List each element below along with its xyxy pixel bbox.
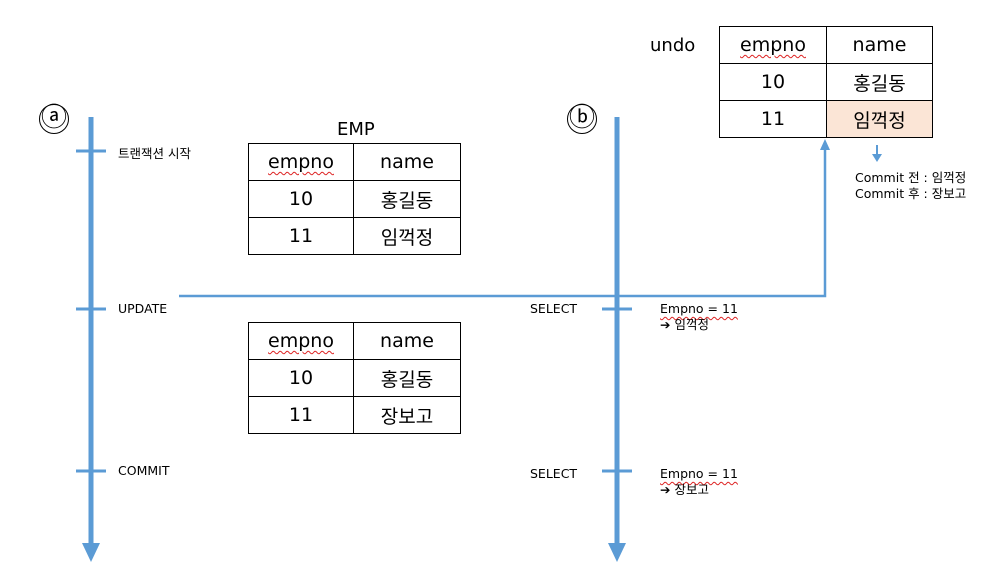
table-row: empno name — [719, 26, 933, 64]
table-row: 10 홍길동 — [719, 63, 933, 101]
timeline-b-arrowhead — [608, 543, 626, 562]
marker-a: ⓐ — [39, 103, 69, 134]
undo-note-line2: Commit 후 : 장보고 — [855, 186, 967, 201]
undo-table-title: undo — [650, 35, 696, 56]
table-cell: 홍길동 — [353, 180, 461, 218]
emp-updated-header-name: name — [353, 322, 461, 360]
undo-connector-arrowhead — [820, 139, 830, 150]
table-cell: 10 — [248, 359, 354, 397]
table-cell: 11 — [719, 100, 827, 138]
undo-note: Commit 전 : 임꺽정 Commit 후 : 장보고 — [855, 170, 966, 202]
select-1-result: Empno = 11 ➔ 임꺽정 — [660, 301, 738, 333]
table-cell: 11 — [248, 217, 354, 255]
undo-note-line1: Commit 전 : 임꺽정 — [855, 170, 967, 185]
marker-b: ⓑ — [567, 103, 597, 134]
emp-header-name: name — [353, 143, 461, 181]
emp-table-title: EMP — [337, 119, 375, 140]
label-transaction-start: 트랜잭션 시작 — [118, 146, 191, 161]
label-commit: COMMIT — [118, 463, 170, 478]
select-2-result: Empno = 11 ➔ 장보고 — [660, 466, 738, 498]
table-cell: 장보고 — [353, 396, 461, 434]
undo-table: empno name 10 홍길동 11 임꺽정 — [719, 26, 933, 138]
emp-updated-header-empno: empno — [268, 330, 334, 352]
table-row: 11 임꺽정 — [719, 100, 933, 138]
table-cell: 임꺽정 — [353, 217, 461, 255]
table-cell: 홍길동 — [826, 63, 933, 101]
table-cell: 10 — [248, 180, 354, 218]
label-update: UPDATE — [118, 301, 168, 316]
label-select-2: SELECT — [530, 466, 578, 481]
table-row: 11 장보고 — [248, 396, 461, 434]
undo-header-name: name — [826, 26, 933, 64]
label-select-1: SELECT — [530, 301, 578, 316]
table-row: 11 임꺽정 — [248, 217, 461, 255]
table-cell: 10 — [719, 63, 827, 101]
select-2-result-line1: Empno = 11 — [660, 466, 738, 481]
update-to-undo-connector — [179, 148, 827, 298]
table-row: 10 홍길동 — [248, 180, 461, 218]
emp-table-updated: empno name 10 홍길동 11 장보고 — [248, 322, 461, 434]
timeline-a-arrowhead — [82, 543, 100, 562]
table-row: empno name — [248, 143, 461, 181]
table-cell: 11 — [248, 396, 354, 434]
table-row: 10 홍길동 — [248, 359, 461, 397]
select-2-result-line2: ➔ 장보고 — [660, 482, 709, 497]
select-1-result-line2: ➔ 임꺽정 — [660, 317, 709, 332]
undo-note-arrowhead — [872, 154, 882, 162]
table-cell: 홍길동 — [353, 359, 461, 397]
table-row: empno name — [248, 322, 461, 360]
select-1-result-line1: Empno = 11 — [660, 301, 738, 316]
undo-header-empno: empno — [740, 34, 806, 56]
emp-table: empno name 10 홍길동 11 임꺽정 — [248, 143, 461, 255]
emp-header-empno: empno — [268, 151, 334, 173]
undo-highlighted-cell: 임꺽정 — [826, 100, 933, 138]
